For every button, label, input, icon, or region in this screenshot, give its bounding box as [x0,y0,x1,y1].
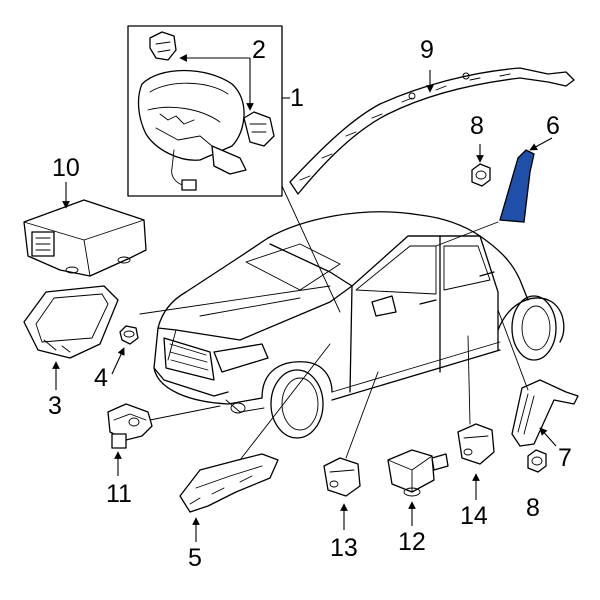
callout-7: 7 [558,444,572,472]
callout-8-lower: 8 [526,494,540,522]
callout-10: 10 [52,154,80,182]
callout-8-upper: 8 [470,112,484,140]
callout-6: 6 [546,112,560,140]
callout-14: 14 [460,502,488,530]
callout-3: 3 [48,392,62,420]
callout-13: 13 [330,534,358,562]
impact-sensor-14 [457,335,495,500]
side-airbag-highlighted [499,137,553,223]
leader-line-3 [139,285,331,315]
front-impact-sensor [107,403,221,476]
knee-airbag [23,285,119,390]
airbag-control-module [23,182,147,277]
nut-8-upper [471,144,491,187]
callout-11: 11 [106,480,132,508]
leader-line-6 [435,221,499,247]
callout-4: 4 [94,364,108,392]
callout-2: 2 [252,36,266,64]
leader-line-1 [281,185,341,313]
callout-12: 12 [398,528,426,556]
clip-nut-4 [111,325,139,375]
callout-5: 5 [188,544,202,572]
callout-9: 9 [420,36,434,64]
vehicle-outline [153,211,565,439]
steering-wheel-airbag-group [127,25,283,197]
curtain-airbag [289,67,575,195]
nut-8-lower [527,449,547,473]
callout-1: 1 [290,84,304,112]
bracket-7 [497,309,579,447]
side-impact-sensor-13 [323,371,379,530]
impact-sensor-12 [387,449,449,526]
sensor-bracket-5 [179,343,331,542]
